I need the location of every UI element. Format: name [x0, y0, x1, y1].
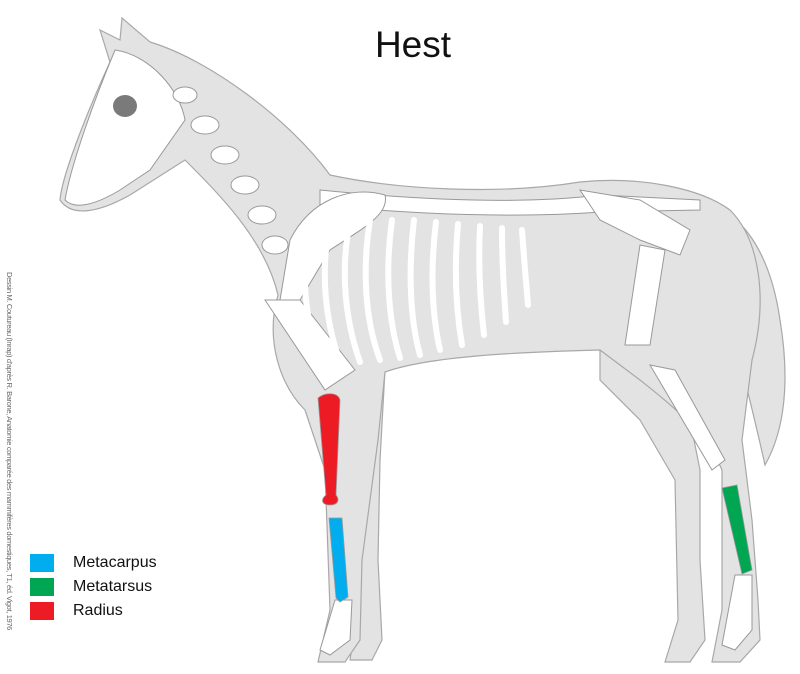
legend-swatch-blue	[30, 554, 54, 572]
legend-swatch-green	[30, 578, 54, 596]
legend: Metacarpus Metatarsus Radius	[30, 551, 157, 623]
legend-label: Metatarsus	[73, 578, 153, 595]
eye-socket	[113, 95, 137, 117]
legend-swatch-red	[30, 602, 54, 620]
femur	[624, 244, 666, 346]
legend-item-metatarsus: Metatarsus	[30, 575, 157, 599]
hind-phalanges	[721, 574, 753, 651]
skull	[64, 49, 186, 206]
metatarsus-bone	[721, 484, 753, 575]
legend-item-metacarpus: Metacarpus	[30, 551, 157, 575]
cervical-vertebrae	[172, 86, 289, 255]
page-title: Hest	[374, 24, 452, 65]
pelvis	[578, 189, 691, 256]
legend-label: Radius	[73, 602, 123, 619]
credit-label: Dessin M. Coutureau (Inrap) d'après R. B…	[5, 272, 14, 630]
humerus	[264, 299, 356, 391]
legend-item-radius: Radius	[30, 599, 157, 623]
metacarpus-bone	[328, 517, 349, 603]
radius-bone	[317, 393, 341, 506]
tibia	[649, 364, 726, 471]
legend-label: Metacarpus	[73, 554, 157, 571]
ribs	[301, 217, 531, 365]
credit-text: Dessin M. Coutureau (Inrap) d'après R. B…	[4, 272, 16, 640]
front-phalanges	[319, 599, 353, 656]
